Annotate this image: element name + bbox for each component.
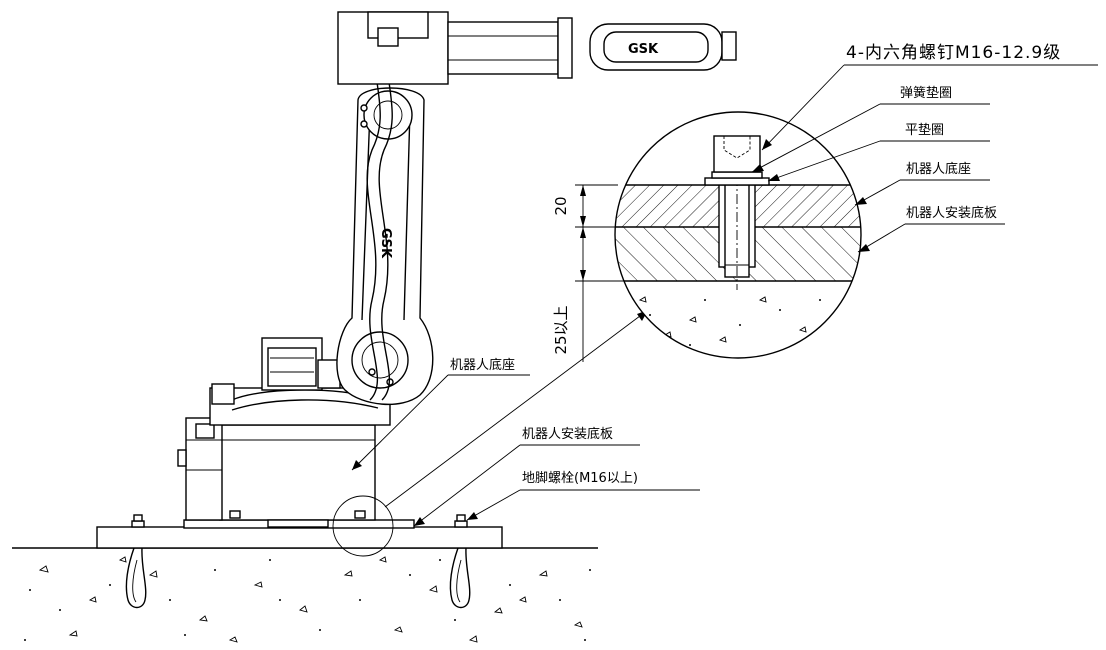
joint2-cover bbox=[351, 331, 409, 389]
dim-embed-depth: 25以上 bbox=[552, 305, 570, 354]
anchor-bolt-left bbox=[125, 514, 147, 609]
cable-harness bbox=[366, 39, 381, 401]
robot-lower-arm bbox=[336, 87, 434, 406]
label-spring-washer: 弹簧垫圈 bbox=[900, 85, 952, 101]
concrete-dots bbox=[24, 559, 591, 641]
label-anchor-bolt: 地脚螺栓(M16以上) bbox=[522, 470, 638, 486]
label-robot-base-detail: 机器人底座 bbox=[906, 161, 971, 177]
detail-leader-line bbox=[384, 309, 649, 508]
detail-view bbox=[614, 111, 862, 359]
mount-plate-main bbox=[96, 526, 503, 549]
anchor-bolt-right bbox=[449, 514, 471, 609]
bolt-head bbox=[713, 135, 761, 173]
label-mount-plate-detail: 机器人安装底板 bbox=[906, 205, 997, 221]
base-bolt-right bbox=[354, 510, 366, 519]
detail-callout-circle bbox=[332, 495, 394, 557]
spring-washer-shape bbox=[711, 171, 763, 179]
concrete-speckles bbox=[38, 556, 583, 643]
cable-harness-edge bbox=[378, 39, 393, 401]
flat-washer-shape bbox=[704, 177, 770, 186]
label-mount-plate-main: 机器人安装底板 bbox=[522, 426, 613, 442]
robot-upper-arm bbox=[337, 11, 737, 85]
joint3-cover bbox=[363, 90, 413, 140]
base-bolt-left bbox=[229, 510, 241, 519]
dimension-lines bbox=[575, 184, 640, 362]
robot-base bbox=[177, 417, 415, 529]
brand-logo-forearm: GSK bbox=[628, 42, 659, 57]
label-robot-base-main: 机器人底座 bbox=[450, 357, 515, 373]
ground-concrete bbox=[12, 547, 598, 643]
dim-plate-thickness: 20 bbox=[552, 196, 570, 215]
label-bolt-spec: 4-内六角螺钉M16-12.9级 bbox=[846, 43, 1061, 63]
brand-logo-arm: GSK bbox=[378, 228, 393, 259]
label-flat-washer: 平垫圈 bbox=[905, 122, 944, 138]
